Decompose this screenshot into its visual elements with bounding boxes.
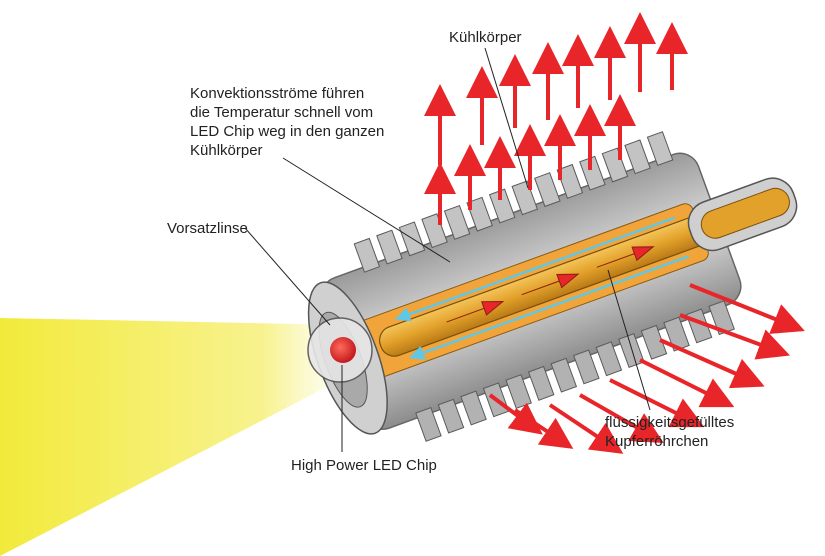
heat-arrow-out xyxy=(609,378,705,428)
heatsink-fin xyxy=(376,229,403,265)
heatsink-fin xyxy=(505,374,532,410)
convection-arrows-cold xyxy=(395,216,690,360)
heat-arrow-out xyxy=(548,403,624,454)
heatsink-body xyxy=(307,131,798,442)
heatsink-fin xyxy=(466,196,493,232)
heatsink-fin xyxy=(556,163,584,199)
label-copper-tube-line-1: flüssigkeitsgefülltes xyxy=(605,414,735,431)
label-convection-line-2: die Temperatur schnell vom xyxy=(190,104,374,121)
convection-arrows-hot xyxy=(446,246,655,323)
heatsink-fin xyxy=(646,131,674,167)
label-heatsink: Kühlkörper xyxy=(449,29,522,46)
heatsink-fin xyxy=(488,188,516,224)
light-beam xyxy=(0,318,350,556)
heat-arrow-out xyxy=(513,408,574,449)
heat-arrows xyxy=(424,12,805,454)
label-copper-tube-line-2: Kupferröhrchen xyxy=(605,433,709,450)
heat-arrow-out xyxy=(488,393,543,435)
heatsink-fin xyxy=(624,139,651,175)
heatsink-fin xyxy=(460,390,487,426)
heatsink-fin xyxy=(579,155,606,191)
heatsink-fin xyxy=(511,180,539,216)
heatsink-fin xyxy=(437,398,465,434)
label-convection: Konvektionsströme führen die Temperatur … xyxy=(190,84,384,160)
label-lens: Vorsatzlinse xyxy=(167,220,248,237)
heatsink-fin xyxy=(550,357,578,393)
heat-arrow-out xyxy=(639,358,735,408)
heatsink-fin xyxy=(573,349,600,385)
heatsink-fins-bottom xyxy=(415,300,735,442)
label-led-chip: High Power LED Chip xyxy=(291,457,437,474)
heat-arrow-out xyxy=(579,393,664,443)
leader-lines xyxy=(244,47,651,452)
led-chip xyxy=(330,337,356,363)
label-copper-tube: flüssigkeitsgefülltes Kupferröhrchen xyxy=(605,413,734,451)
label-convection-line-4: Kühlkörper xyxy=(190,142,263,159)
heat-arrow-out xyxy=(659,338,765,389)
label-convection-line-3: LED Chip weg in den ganzen xyxy=(190,123,385,140)
heatsink-fin xyxy=(601,147,629,183)
heat-arrow-out xyxy=(679,313,791,360)
heatsink-fin xyxy=(527,365,555,401)
heatsink-fins-top xyxy=(353,131,674,273)
heat-arrow-out xyxy=(689,283,805,334)
heatsink-fin xyxy=(421,213,448,249)
heatsink-fin xyxy=(534,172,561,208)
heatsink-fin xyxy=(443,204,471,240)
label-convection-line-1: Konvektionsströme führen xyxy=(190,85,365,102)
heatsink-fin xyxy=(595,341,623,377)
heatsink-fin xyxy=(415,406,442,442)
heatsink-fin xyxy=(353,237,381,273)
